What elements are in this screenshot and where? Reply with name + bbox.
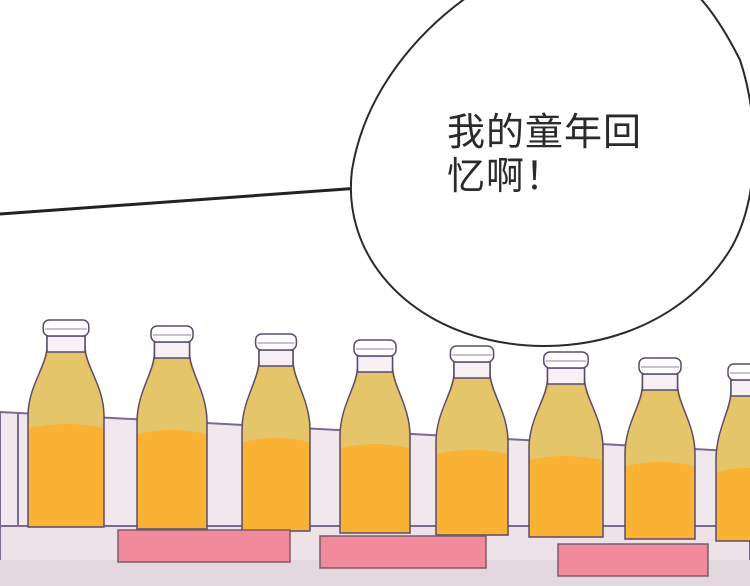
price-tag (319, 535, 487, 569)
bottle-neck (46, 335, 86, 353)
juice-bottle (624, 357, 696, 540)
juice-bottle (339, 339, 411, 534)
bottle-neck (730, 379, 750, 397)
price-tag (557, 543, 709, 577)
bottle-neck (153, 341, 191, 359)
speech-line-1: 我的童年回 (447, 110, 643, 154)
juice-bottle (136, 325, 208, 530)
bottle-neck (641, 373, 679, 391)
bottle-neck (453, 361, 491, 379)
bottle-row (27, 319, 750, 542)
panel-divider-line (0, 186, 361, 216)
bottle-upper-juice (717, 396, 750, 472)
juice-bottle (241, 333, 311, 532)
bottle-upper-juice (341, 372, 409, 448)
speech-bubble-text: 我的童年回 忆啊！ (447, 110, 657, 198)
bottle-neck (356, 355, 394, 373)
bottle-upper-juice (243, 366, 309, 442)
speech-line-2: 忆啊！ (447, 154, 565, 198)
price-tag (117, 529, 291, 563)
bottle-neck (258, 349, 294, 367)
juice-bottle (27, 319, 105, 528)
price-tags (117, 529, 709, 577)
juice-bottle (435, 345, 509, 536)
bottle-upper-juice (138, 358, 206, 434)
juice-bottle (715, 363, 750, 542)
juice-bottle (528, 351, 604, 538)
bottle-upper-juice (530, 384, 602, 460)
bottle-neck (546, 367, 586, 385)
bottle-upper-juice (29, 352, 103, 428)
bottle-upper-juice (437, 378, 507, 454)
bottle-upper-juice (626, 390, 694, 466)
speech-bubble (349, 0, 750, 347)
